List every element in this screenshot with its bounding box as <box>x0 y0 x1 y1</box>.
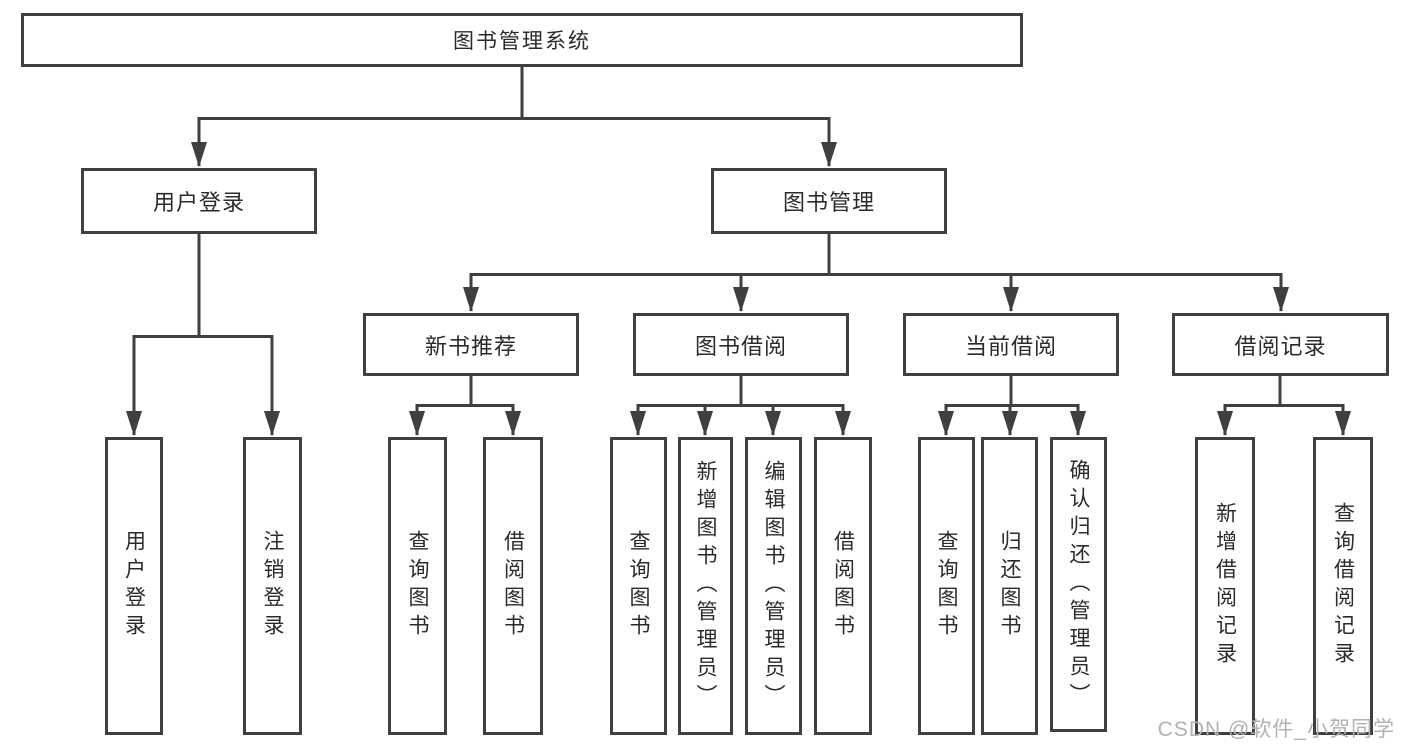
node-leaf-query-borrow-record: 查询借阅记录 <box>1313 437 1373 735</box>
node-leaf-user-login: 用户登录 <box>105 437 163 735</box>
node-label: 图书借阅 <box>694 333 787 359</box>
node-label: 图书管理 <box>782 190 875 215</box>
node-library-management-system: 图书管理系统 <box>21 13 1023 67</box>
csdn-watermark: CSDN @软件_小贺同学 <box>1157 718 1395 741</box>
node-label: 确认归还（管理员） <box>1067 458 1090 711</box>
node-leaf-query-books-1: 查询图书 <box>388 437 447 735</box>
arrowheads-book-borrowing-children <box>630 411 851 436</box>
node-leaf-add-borrow-record: 新增借阅记录 <box>1195 437 1255 735</box>
node-leaf-add-book-admin: 新增图书（管理员） <box>678 437 733 735</box>
node-new-book-recommendation: 新书推荐 <box>363 313 579 376</box>
arrowheads-borrowing-records-children <box>1217 411 1351 436</box>
node-user-login: 用户登录 <box>81 168 317 234</box>
node-label: 查询图书 <box>935 530 958 642</box>
arrowheads-new-book-recommendation-children <box>409 411 521 436</box>
connector-borrowing-records-children <box>1223 376 1345 435</box>
node-label: 新增借阅记录 <box>1213 502 1237 670</box>
node-leaf-query-books-3: 查询图书 <box>918 437 975 735</box>
node-label: 查询借阅记录 <box>1331 502 1355 670</box>
connector-user-login-children <box>132 234 274 435</box>
node-label: 归还图书 <box>998 530 1021 642</box>
node-leaf-logout: 注销登录 <box>243 437 302 735</box>
node-label: 用户登录 <box>122 530 146 642</box>
node-label: 新增图书（管理员） <box>694 460 717 712</box>
node-borrowing-records: 借阅记录 <box>1172 313 1389 376</box>
node-current-borrowing: 当前借阅 <box>903 313 1119 376</box>
connector-book-borrowing-children <box>636 376 845 435</box>
arrowheads-user-login-children <box>126 411 280 436</box>
arrowheads-root-to-level2 <box>191 142 837 167</box>
connector-root-to-level2 <box>197 66 831 166</box>
connector-book-management-to-level3 <box>469 234 1283 311</box>
node-label: 查询图书 <box>627 530 650 642</box>
node-label: 借阅图书 <box>831 530 855 642</box>
arrowheads-current-borrowing-children <box>938 411 1086 436</box>
node-label: 图书管理系统 <box>453 30 591 53</box>
node-label: 借阅图书 <box>501 530 525 642</box>
node-label: 新书推荐 <box>424 333 517 359</box>
node-leaf-edit-book-admin: 编辑图书（管理员） <box>745 437 802 735</box>
node-label: 用户登录 <box>152 190 245 215</box>
node-label: 当前借阅 <box>964 333 1057 359</box>
node-label: 借阅记录 <box>1234 333 1327 359</box>
connector-new-book-recommendation-children <box>415 376 515 435</box>
node-leaf-borrow-books-1: 借阅图书 <box>483 437 543 735</box>
node-leaf-borrow-books-2: 借阅图书 <box>814 437 872 735</box>
node-book-management: 图书管理 <box>711 168 947 234</box>
node-label: 注销登录 <box>261 530 284 642</box>
arrowheads-book-management-to-level3 <box>463 287 1289 312</box>
node-label: 查询图书 <box>406 530 429 642</box>
node-leaf-query-books-2: 查询图书 <box>610 437 667 735</box>
node-leaf-return-book: 归还图书 <box>981 437 1038 735</box>
node-leaf-confirm-return-admin: 确认归还（管理员） <box>1050 437 1107 732</box>
node-label: 编辑图书（管理员） <box>762 460 785 712</box>
node-book-borrowing: 图书借阅 <box>633 313 849 376</box>
